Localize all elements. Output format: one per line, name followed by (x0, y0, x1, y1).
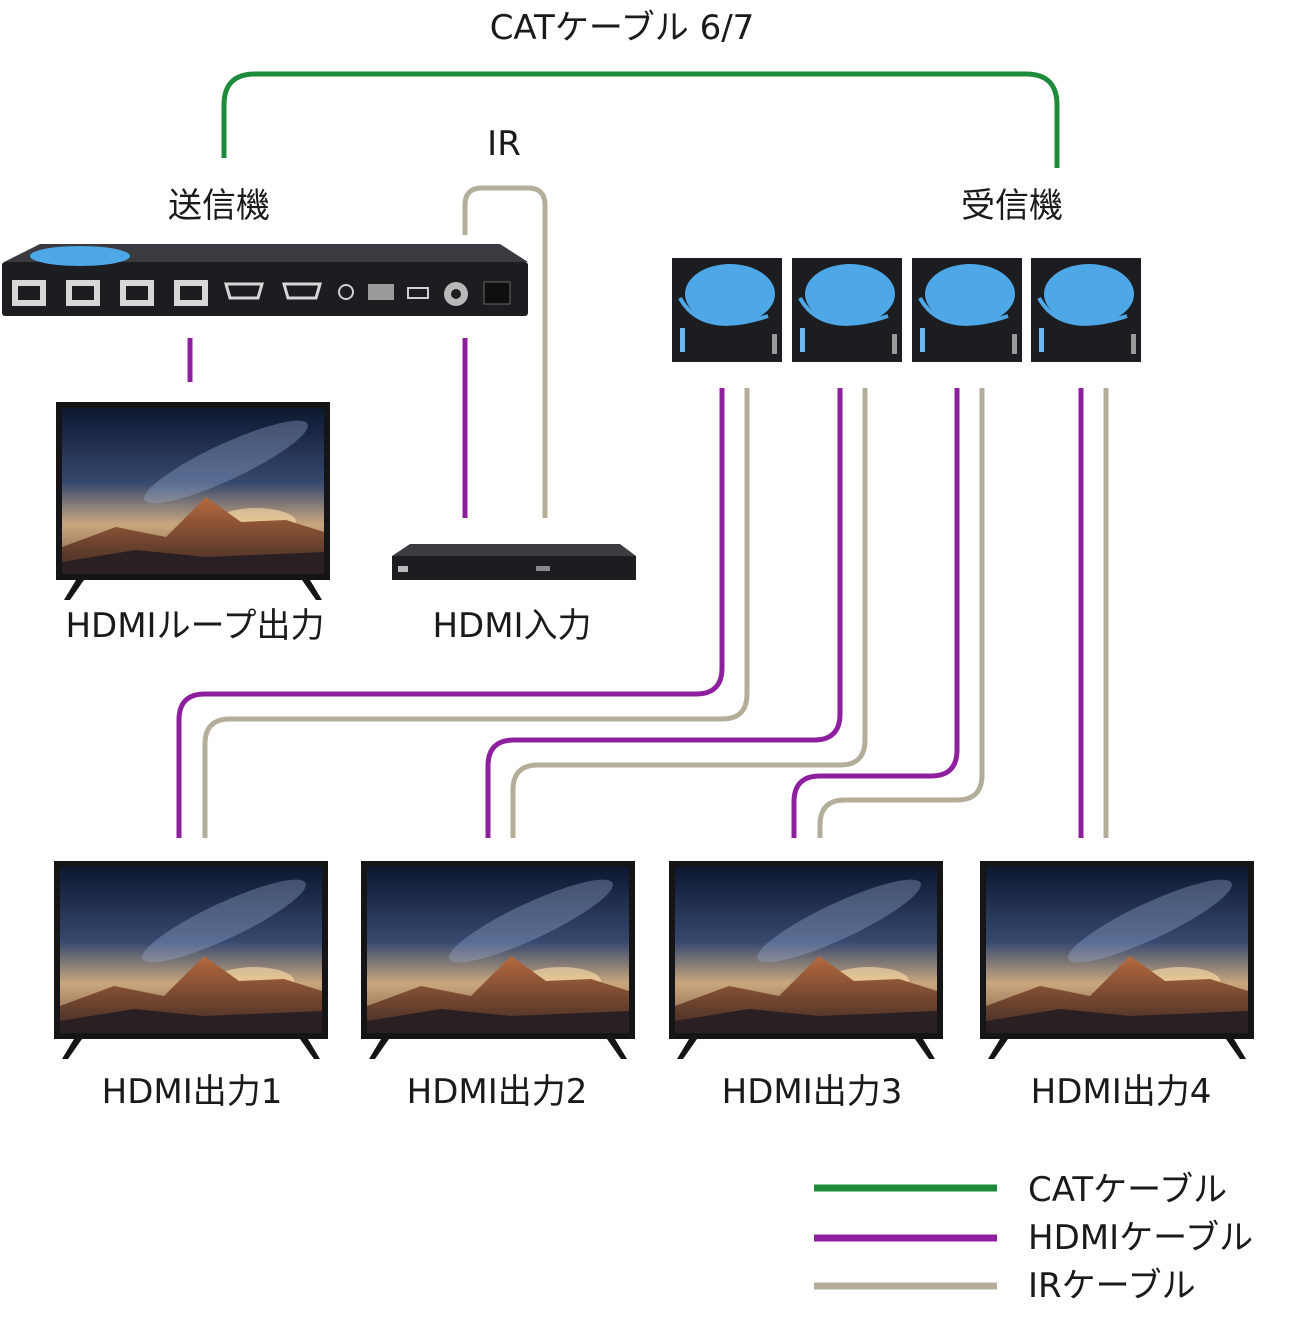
hdmi-out-2-label: HDMI出力2 (406, 1072, 588, 1112)
hdmi-cable-out2 (485, 388, 843, 838)
receiver-device-4 (1031, 258, 1141, 362)
ir-label: IR (487, 124, 521, 164)
ir-cable-dvd (462, 185, 548, 518)
hdmi-cable-out1 (176, 388, 725, 838)
tv-out-1 (54, 861, 328, 1059)
legend-ir-label: IRケーブル (1028, 1266, 1196, 1306)
ir-cable-out3 (817, 388, 985, 838)
cat-cable-title: CATケーブル 6/7 (489, 8, 755, 48)
dvd-player-device (392, 544, 636, 580)
tv-out-4 (980, 861, 1254, 1059)
transmitter-label: 送信機 (168, 186, 270, 226)
tv-out-2 (361, 861, 635, 1059)
receiver-device-3 (912, 258, 1022, 362)
receiver-device-1 (672, 258, 782, 362)
hdmi-cable-out3 (791, 388, 960, 838)
receiver-device-2 (792, 258, 902, 362)
hdmi-in-label: HDMI入力 (432, 606, 592, 646)
cat-cable-line (221, 71, 1060, 168)
legend-hdmi-label: HDMIケーブル (1028, 1218, 1254, 1258)
ir-cable-out1 (202, 388, 750, 838)
hdmi-out-1-label: HDMI出力1 (101, 1072, 283, 1112)
hdmi-out-4-label: HDMI出力4 (1030, 1072, 1212, 1112)
hdmi-loop-out-label: HDMIループ出力 (65, 606, 325, 646)
receiver-label: 受信機 (961, 186, 1063, 226)
tv-out-3 (669, 861, 943, 1059)
tv-loop-out (56, 402, 330, 600)
transmitter-device (2, 244, 528, 316)
legend-cat-label: CATケーブル (1028, 1170, 1228, 1210)
hdmi-out-3-label: HDMI出力3 (721, 1072, 903, 1112)
ir-cable-out2 (510, 388, 868, 838)
